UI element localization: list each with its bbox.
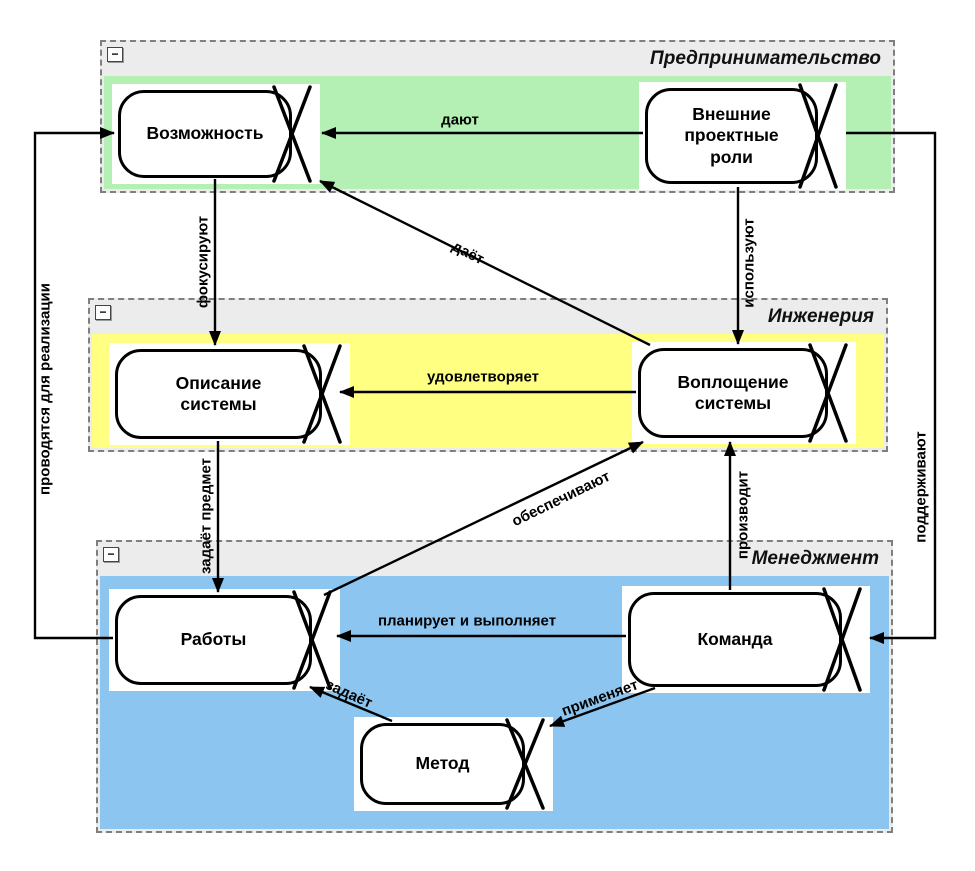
alpha-tail-icon: [272, 85, 312, 183]
alpha-tail-icon: [822, 587, 862, 692]
group-title-entrepreneurship: Предпринимательство: [650, 48, 881, 69]
node-stakeholders-label: Внешние проектные роли: [684, 103, 779, 167]
alpha-tail-icon: [808, 343, 848, 443]
alpha-tail-icon: [292, 590, 332, 690]
node-method-label: Метод: [415, 753, 470, 774]
node-stakeholders[interactable]: Внешние проектные роли: [639, 82, 846, 190]
edge-label-realize: проводятся для реализации: [36, 283, 54, 495]
node-team-label: Команда: [697, 628, 773, 649]
node-team[interactable]: Команда: [622, 586, 870, 693]
edge-label-gives: даёт: [449, 237, 487, 269]
node-system-embodiment-label: Воплощение системы: [677, 371, 789, 413]
node-system-description[interactable]: Описание системы: [109, 343, 350, 445]
alpha-tail-icon: [302, 344, 342, 444]
edge-label-support: поддерживают: [912, 431, 930, 543]
node-work-label: Работы: [180, 629, 247, 650]
edge-label-provides: обеспечивают: [509, 467, 613, 531]
group-title-engineering: Инженерия: [767, 306, 874, 327]
node-method[interactable]: Метод: [354, 717, 553, 811]
edge-label-focus: фокусируют: [194, 215, 212, 309]
node-system-description-label: Описание системы: [175, 372, 262, 414]
node-work[interactable]: Работы: [109, 589, 340, 691]
node-system-embodiment[interactable]: Воплощение системы: [632, 342, 856, 444]
collapse-button-management[interactable]: −: [103, 547, 119, 562]
alpha-tail-icon: [505, 718, 545, 810]
edge-label-use: используют: [740, 218, 758, 308]
group-title-management: Менеджмент: [751, 548, 879, 569]
node-opportunity[interactable]: Возможность: [112, 84, 320, 184]
collapse-button-engineering[interactable]: −: [95, 305, 111, 320]
alpha-tail-icon: [798, 83, 838, 189]
node-opportunity-label: Возможность: [146, 123, 264, 144]
collapse-button-entrepreneurship[interactable]: −: [107, 47, 123, 62]
